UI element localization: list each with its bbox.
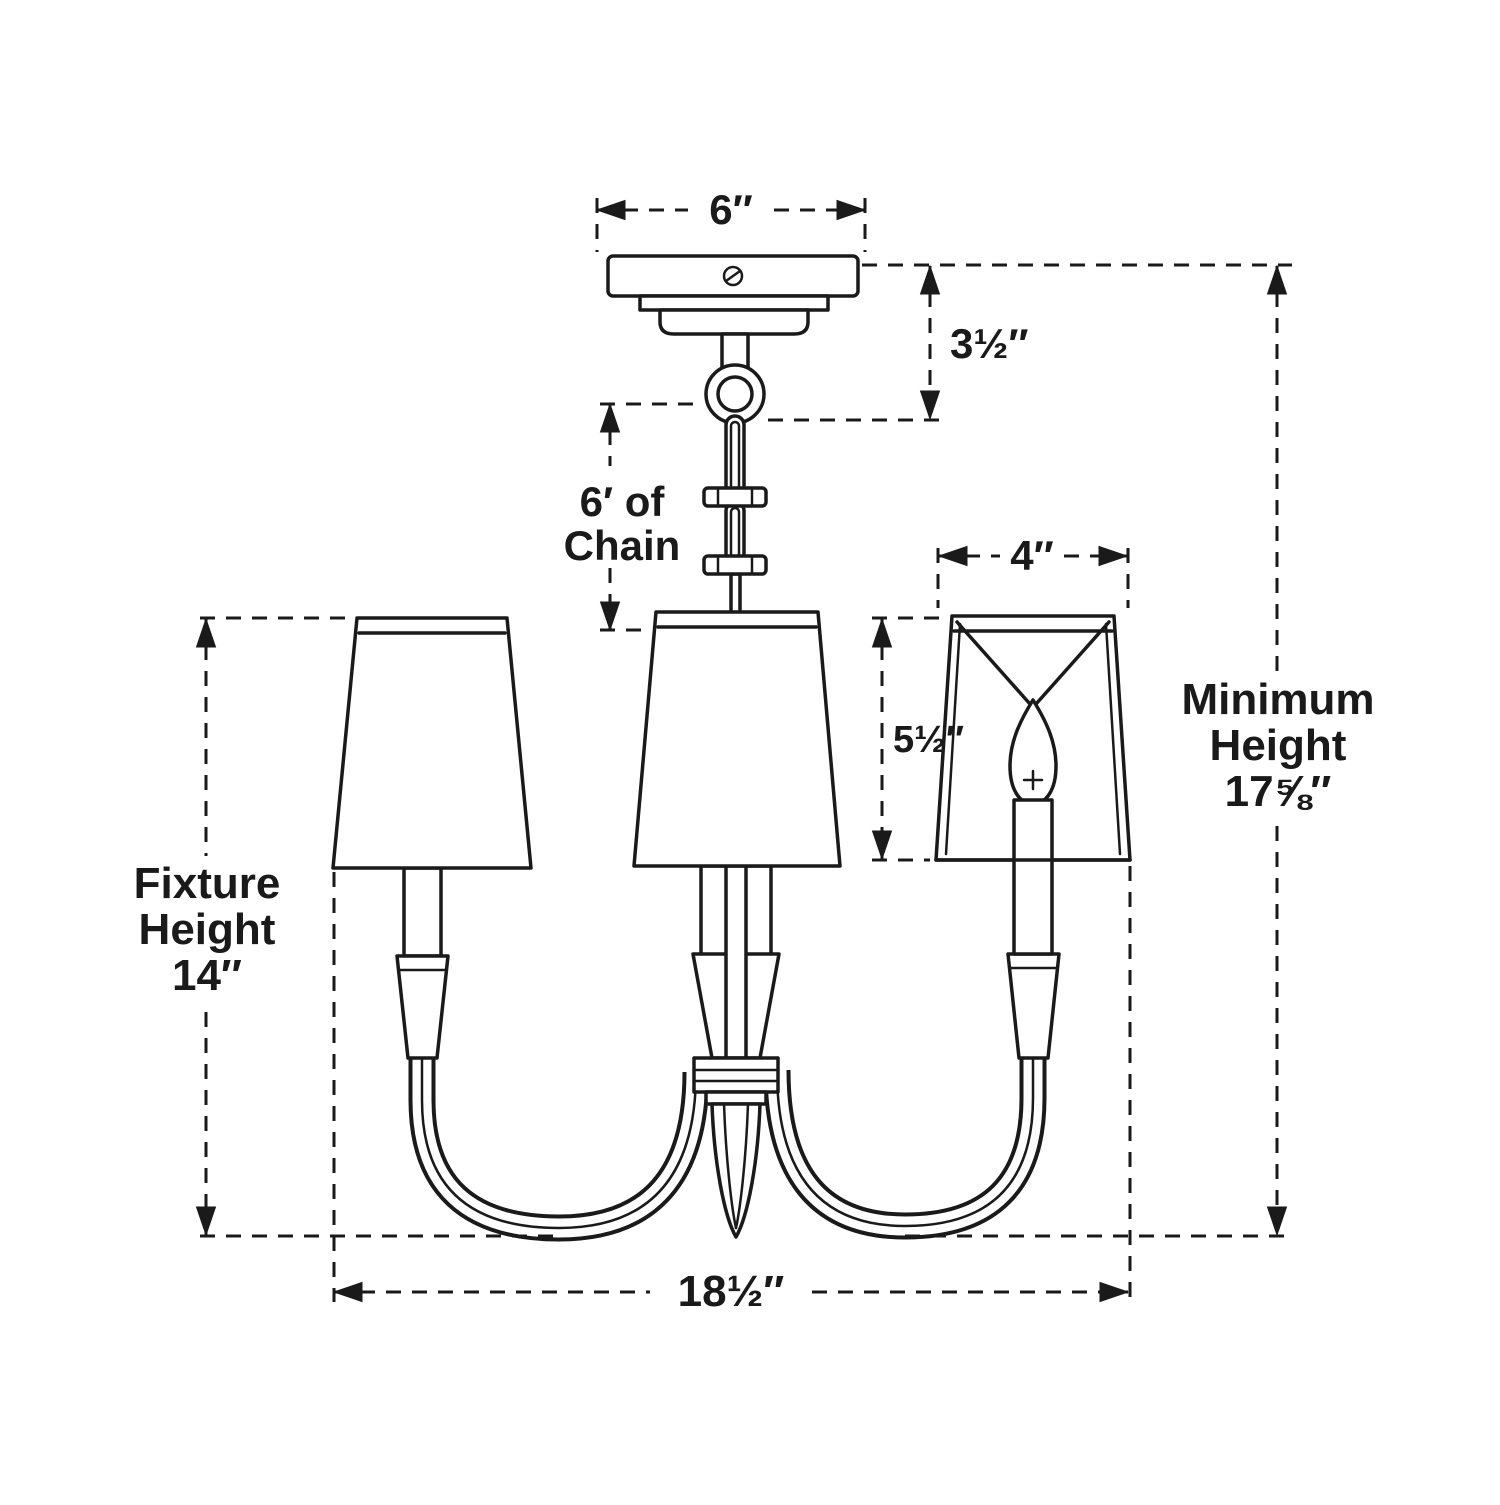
canopy-step <box>638 294 830 312</box>
left-candle-collar <box>395 954 450 1060</box>
dim-shade-width: 4″ <box>936 532 1130 608</box>
dim-canopy-drop: 3½″ <box>768 263 1292 422</box>
dim-label-shade-height: 5½″ <box>893 719 964 761</box>
dim-label-min-height-line3: 17⅝″ <box>1225 767 1332 816</box>
arm-hub <box>692 1056 780 1094</box>
dim-canopy-width: 6″ <box>595 186 867 252</box>
fixture-arms <box>408 1045 1047 1242</box>
left-candle <box>395 866 450 1060</box>
dim-label-fixture-height-line3: 14″ <box>172 951 242 1000</box>
right-candle <box>1006 952 1061 1060</box>
bottom-finial <box>710 1102 762 1239</box>
center-lamp-shade <box>632 610 842 868</box>
chain-assembly <box>702 363 768 620</box>
right-candle-sleeve <box>1012 798 1054 956</box>
dim-label-canopy-drop: 3½″ <box>950 320 1029 367</box>
ceiling-canopy <box>606 254 860 370</box>
dim-label-min-height-line1: Minimum <box>1181 675 1374 724</box>
right-lamp-shade-cutaway <box>934 614 1132 956</box>
chain-connector <box>702 486 768 508</box>
center-column <box>724 864 748 1060</box>
dim-chain-length: 6′ of Chain <box>564 402 704 632</box>
dim-fixture-height: Fixture Height 14″ <box>134 616 560 1238</box>
left-candle-sleeve <box>402 866 443 958</box>
shade-harp-wire <box>955 620 1032 706</box>
right-candle-collar <box>1006 952 1061 1060</box>
mounting-screw <box>722 265 744 287</box>
dim-label-fixture-width: 18½″ <box>678 1267 785 1316</box>
dim-label-canopy-width: 6″ <box>709 186 752 233</box>
shade-harp-wire <box>1034 620 1111 706</box>
left-lamp-shade <box>331 616 533 870</box>
canopy-cup <box>658 308 810 336</box>
dim-label-shade-width: 4″ <box>1010 532 1053 579</box>
chain-connector <box>702 554 768 576</box>
canopy-stem <box>720 332 750 370</box>
dim-label-min-height-line2: Height <box>1210 721 1347 770</box>
hub-step <box>704 1090 768 1106</box>
dim-label-fixture-height-line2: Height <box>139 905 276 954</box>
center-column-assembly <box>691 864 781 1239</box>
dim-fixture-width: 18½″ <box>332 866 1132 1316</box>
dim-label-fixture-height-line1: Fixture <box>134 859 281 908</box>
dim-minimum-height: Minimum Height 17⅝″ <box>905 264 1375 1238</box>
dim-label-chain-line2: Chain <box>564 522 681 569</box>
dim-label-chain-line1: 6′ of <box>580 478 666 525</box>
dim-shade-height: 5½″ <box>871 616 964 862</box>
